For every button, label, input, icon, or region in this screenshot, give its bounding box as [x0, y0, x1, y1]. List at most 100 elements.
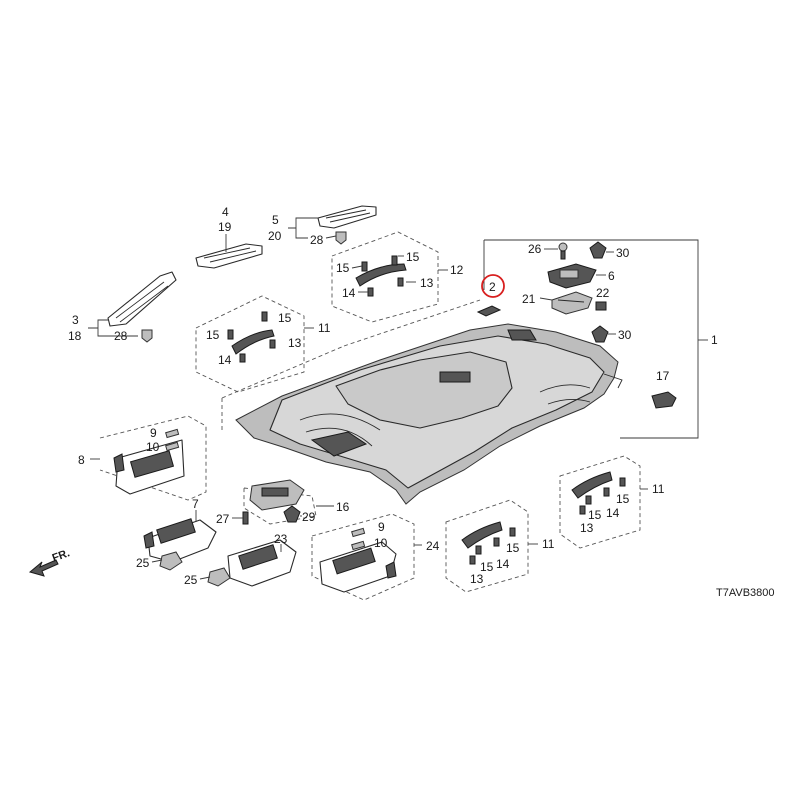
sun-visor-part-24	[319, 541, 397, 593]
clip-part-30b	[591, 325, 609, 343]
callout-24: 24	[426, 539, 440, 553]
bracket-part-6	[547, 263, 597, 289]
callout-10-right: 10	[374, 536, 388, 550]
callout-13-g12: 13	[420, 276, 434, 290]
bracket-part-21	[551, 291, 593, 315]
callout-27: 27	[216, 512, 230, 526]
clip-part-9a	[165, 428, 180, 439]
callout-16: 16	[336, 500, 350, 514]
callout-29: 29	[302, 510, 316, 524]
callout-8: 8	[78, 453, 85, 467]
callout-9-left: 9	[150, 426, 157, 440]
leader-15a	[351, 265, 363, 269]
callout-15-g12b: 15	[406, 250, 420, 264]
grab-handle-part-11b	[461, 521, 516, 565]
callout-30-top: 30	[616, 246, 630, 260]
callout-11-upper: 11	[318, 321, 331, 335]
callout-6: 6	[608, 269, 615, 283]
clip-part-22	[595, 301, 607, 311]
grab-handle-part-11c	[571, 471, 626, 515]
callout-5: 5	[272, 213, 279, 227]
sun-visor-part-23	[227, 539, 297, 587]
callout-15-g12a: 15	[336, 261, 350, 275]
screw-part-27	[242, 511, 249, 525]
leader-28a	[325, 235, 337, 239]
map-lamp-part-16	[249, 479, 305, 511]
callout-15-g11b: 15	[278, 311, 292, 325]
callout-9-right: 9	[378, 520, 385, 534]
callout-28-left: 28	[114, 329, 128, 343]
group-box-24	[311, 513, 415, 601]
callout-10-left: 10	[146, 440, 160, 454]
leader-25b	[199, 576, 211, 580]
callout-11-right: 11	[652, 482, 665, 496]
lamp-part-17	[651, 391, 677, 409]
callout-13-g11b: 13	[470, 572, 484, 586]
callout-15-g11b-a: 15	[506, 541, 520, 555]
clip-part-2	[476, 305, 502, 317]
clip-part-25a	[159, 551, 183, 571]
callout-28-top: 28	[310, 233, 324, 247]
sun-visor-part-7	[143, 518, 217, 563]
clip-part-28b	[141, 329, 153, 343]
clip-part-28a	[335, 231, 347, 245]
clip-part-10b	[351, 540, 366, 551]
headliner-outline-dashed	[221, 299, 481, 430]
callout-13-g11: 13	[288, 336, 302, 350]
callout-21: 21	[522, 292, 536, 306]
front-direction-arrow-icon	[28, 559, 59, 577]
callout-18: 18	[68, 329, 82, 343]
leader-3-18	[88, 319, 138, 337]
callout-23: 23	[274, 532, 288, 546]
leader-main-box	[483, 239, 699, 439]
callout-15-g11a: 15	[206, 328, 220, 342]
highlight-ring-2	[481, 274, 505, 298]
callout-14-g12: 14	[342, 286, 356, 300]
callout-14-g11c: 14	[606, 506, 620, 520]
callout-14-g11b: 14	[496, 557, 510, 571]
group-box-12	[331, 231, 439, 323]
callout-14-g11: 14	[218, 353, 232, 367]
callout-labels: 4 19 5 20 28 3 18 28 12 15 15 14 13 11 1…	[51, 205, 775, 599]
callout-22: 22	[596, 286, 610, 300]
clip-part-9b	[351, 527, 366, 538]
clip-part-10a	[165, 441, 180, 452]
grab-handle-part-11a	[227, 311, 276, 363]
callout-2: 2	[489, 280, 496, 294]
callout-19: 19	[218, 220, 232, 234]
callout-7: 7	[192, 497, 199, 511]
callout-15-g11c-b: 15	[588, 508, 602, 522]
callout-13-g11c: 13	[580, 521, 594, 535]
diagram-code: T7AVB3800	[716, 587, 775, 599]
leader-21	[539, 297, 553, 301]
sun-visor-part-8	[113, 439, 185, 495]
front-direction-label: FR.	[51, 547, 72, 564]
clip-part-29	[283, 505, 301, 523]
leader-25a	[151, 559, 163, 563]
callout-12: 12	[450, 263, 464, 277]
callout-17: 17	[656, 369, 670, 383]
rail-part-5-20	[317, 205, 377, 229]
callout-25-lower: 25	[184, 573, 198, 587]
rail-part-3-18	[107, 271, 177, 327]
callout-30-bottom: 30	[618, 328, 632, 342]
clip-part-25b	[207, 567, 231, 587]
rail-part-4-19	[195, 243, 263, 269]
screw-part-26	[558, 242, 568, 260]
callout-3: 3	[72, 313, 79, 327]
group-box-11a	[195, 295, 305, 393]
grab-handle-part-12	[355, 255, 407, 297]
group-box-8	[99, 415, 207, 501]
callout-26: 26	[528, 242, 542, 256]
leader-5-20	[288, 217, 318, 239]
headliner-part-1	[235, 323, 623, 505]
callout-20: 20	[268, 229, 282, 243]
callout-4: 4	[222, 205, 229, 219]
callout-11-bottom: 11	[542, 537, 555, 551]
callout-1: 1	[711, 333, 718, 347]
group-box-11c	[559, 455, 641, 549]
callout-25-upper: 25	[136, 556, 150, 570]
group-box-11b	[445, 499, 529, 593]
